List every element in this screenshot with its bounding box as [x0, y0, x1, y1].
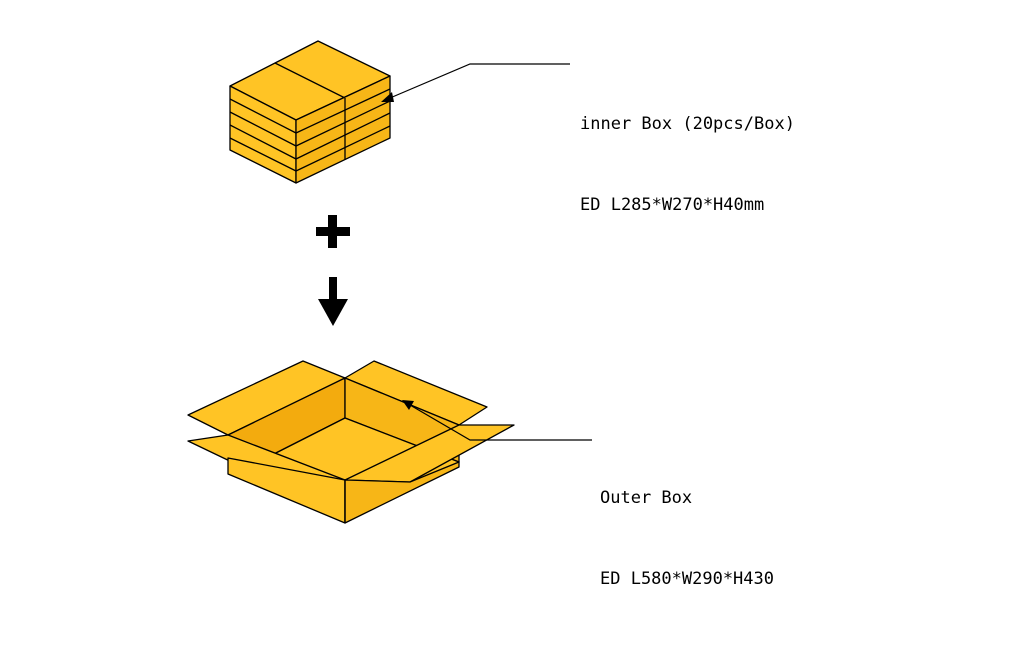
layer-line	[229, 137, 297, 172]
inner-box-label: inner Box (20pcs/Box) ED L285*W270*H40mm	[580, 57, 795, 273]
layer-line	[295, 112, 391, 160]
layer-line	[295, 88, 391, 134]
inner-box-dimensions: ED L285*W270*H40mm	[580, 195, 765, 215]
diagram-canvas	[187, 40, 592, 524]
layer-line	[229, 98, 297, 134]
inner-box-leader	[381, 63, 570, 102]
outer-box	[187, 360, 515, 524]
outer-box-title: Outer Box	[600, 488, 693, 508]
outer-box-dimensions: ED L580*W290*H430	[600, 569, 774, 589]
plus-icon	[316, 215, 350, 248]
layer-line	[295, 125, 391, 172]
layer-line	[229, 111, 297, 147]
outer-box-label: Outer Box ED L580*W290*H430	[600, 431, 774, 647]
inner-box-title: inner Box (20pcs/Box)	[580, 114, 795, 134]
arrow-down-icon	[318, 277, 348, 326]
inner-stack-top-divider	[274, 62, 346, 99]
layer-line	[229, 124, 297, 160]
inner-box-stack	[229, 40, 391, 184]
packing-diagram: inner Box (20pcs/Box) ED L285*W270*H40mm…	[187, 40, 795, 589]
outer-box-leader	[402, 400, 592, 441]
inner-stack-right	[295, 75, 391, 184]
layer-line	[295, 100, 391, 147]
